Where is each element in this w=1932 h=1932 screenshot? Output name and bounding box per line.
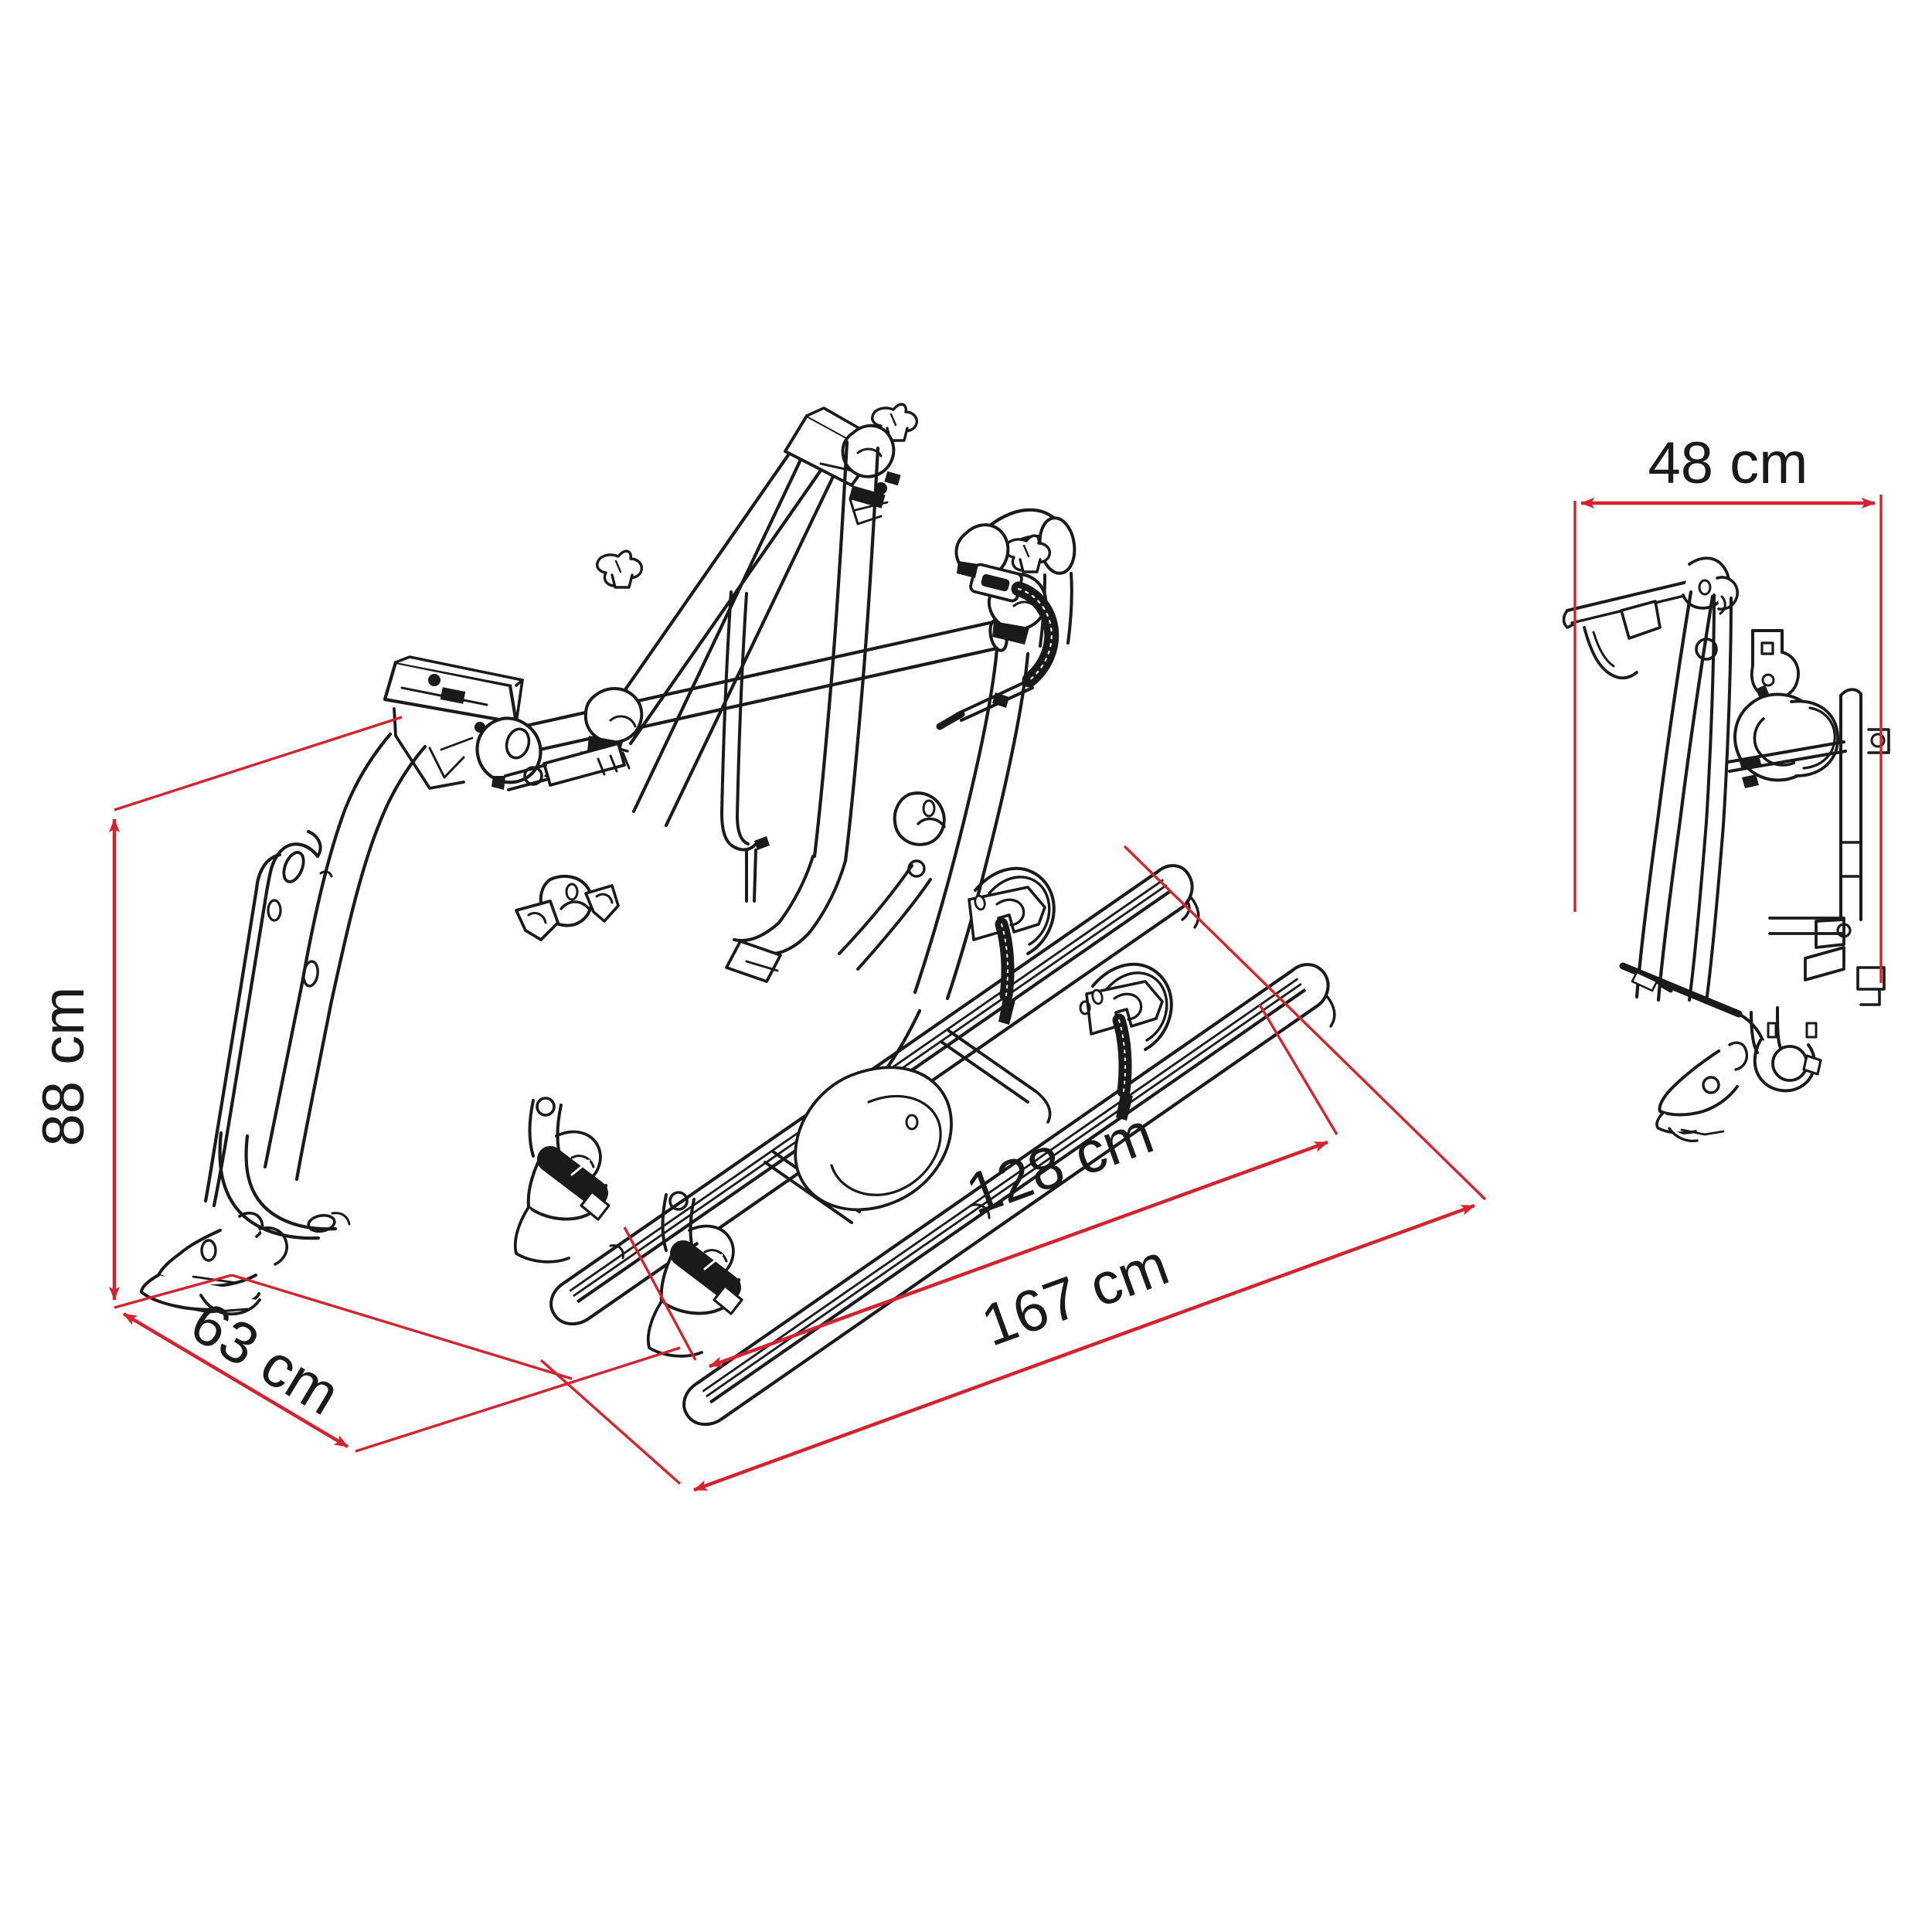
wheel-holder-upper bbox=[968, 866, 1056, 1025]
rail-right-foot bbox=[1189, 895, 1336, 1028]
ext-line-63-right bbox=[355, 1346, 681, 1453]
ext-line-88-bottom bbox=[114, 1274, 233, 1309]
side-secondary-leg bbox=[1688, 594, 1733, 1003]
side-lower-foot bbox=[1655, 1041, 1749, 1143]
ext-line-128-left bbox=[623, 1226, 697, 1361]
side-view bbox=[1562, 556, 1890, 1143]
frame-hook-lower bbox=[515, 900, 560, 941]
ext-line-167-left bbox=[539, 1359, 682, 1485]
ext-line-63-far bbox=[231, 1274, 573, 1380]
left-foot-bracket bbox=[140, 1211, 288, 1316]
side-right-bracket bbox=[1839, 688, 1890, 1006]
left-support-arm bbox=[263, 732, 427, 1182]
side-wire bbox=[1619, 962, 1767, 1049]
upper-left-inclined-arm bbox=[597, 420, 838, 746]
dim-line-63cm bbox=[122, 1312, 349, 1448]
side-wheel-clamp bbox=[1726, 692, 1847, 788]
side-top-arm bbox=[1562, 556, 1739, 680]
ext-line-88-top bbox=[114, 716, 403, 811]
mid-vertical-tube bbox=[812, 440, 880, 863]
clamp-knob-upper-left[interactable] bbox=[595, 549, 644, 589]
dimension-labels: 88 cm 63 cm 128 cm 167 cm 48 cm bbox=[31, 430, 1808, 1428]
lower-right-inclined-tube bbox=[725, 855, 847, 983]
side-center-tube bbox=[1750, 629, 1800, 700]
dimension-lines bbox=[109, 495, 1883, 1492]
left-strap-buckle bbox=[492, 742, 631, 791]
lower-left-curved-tube bbox=[218, 1131, 351, 1240]
rail-center-plate bbox=[794, 1066, 953, 1212]
label-63cm: 63 cm bbox=[180, 1289, 351, 1427]
side-lower-joint bbox=[1750, 1006, 1822, 1093]
side-main-leg bbox=[1634, 590, 1718, 1002]
left-rear-tube bbox=[203, 830, 333, 1208]
frame-hook-mid bbox=[893, 791, 946, 846]
top-clamp-body bbox=[841, 424, 901, 509]
wheel-holder-lower bbox=[1085, 962, 1173, 1121]
ext-line-128-right bbox=[1258, 1004, 1338, 1135]
upper-cross-tube bbox=[514, 618, 1009, 756]
label-128cm: 128 cm bbox=[958, 1100, 1162, 1227]
wheel-holder-rail-left-upper bbox=[513, 1130, 611, 1264]
hanging-cable-loop bbox=[720, 590, 770, 903]
label-48cm: 48 cm bbox=[1648, 430, 1808, 496]
lower-left-connector-arms bbox=[528, 1097, 696, 1257]
label-88cm: 88 cm bbox=[31, 987, 97, 1147]
label-167cm: 167 cm bbox=[974, 1231, 1177, 1359]
diagonal-brace bbox=[838, 859, 932, 971]
dim-line-167cm bbox=[693, 1203, 1475, 1492]
strap-buckle-holder bbox=[936, 523, 1060, 730]
ext-line-167-right bbox=[1123, 845, 1487, 1201]
side-lower-plate bbox=[1768, 917, 1852, 981]
